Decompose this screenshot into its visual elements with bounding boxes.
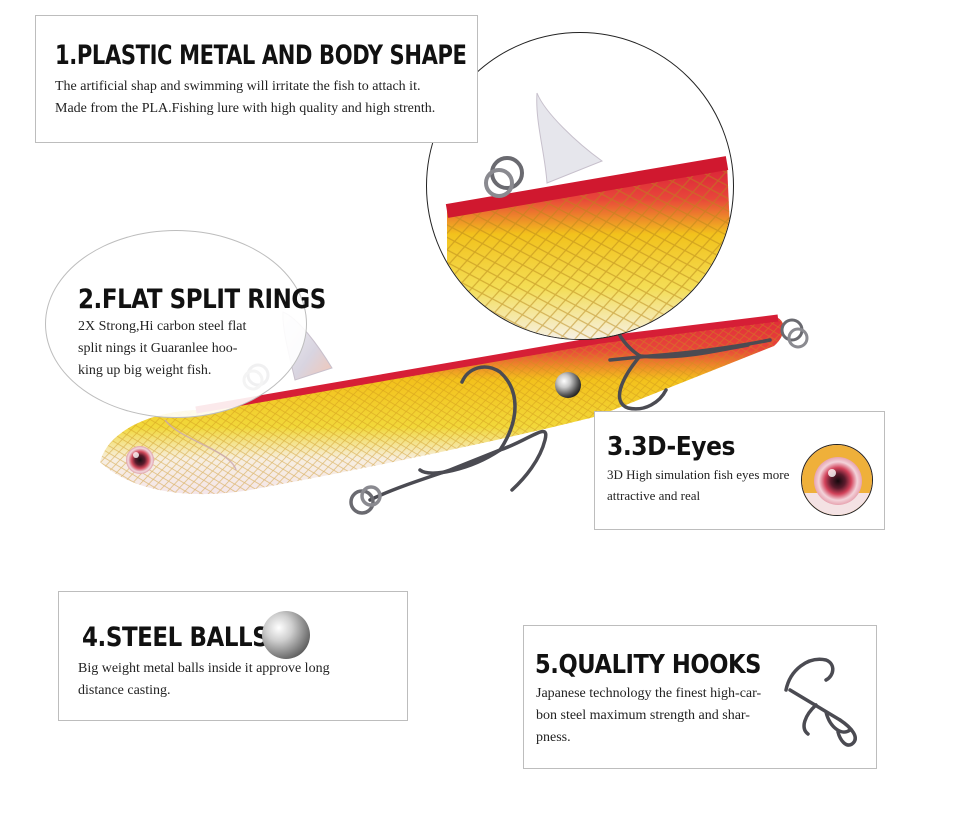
feature-body-shape-title: 1.PLASTIC METAL AND BODY SHAPE xyxy=(55,40,467,71)
feature-body-shape-line-2: Made from the PLA.Fishing lure with high… xyxy=(55,101,436,116)
eye-detail-zoom xyxy=(801,444,873,516)
feature-split-rings-oval xyxy=(45,230,307,418)
steel-ball xyxy=(555,372,581,398)
feature-split-rings-line-2: split nings it Guaranlee hoo- xyxy=(78,341,238,356)
feature-split-rings-title: 2.FLAT SPLIT RINGS xyxy=(78,284,326,315)
feature-hooks-title: 5.QUALITY HOOKS xyxy=(535,650,761,680)
feature-hooks-line-2: bon steel maximum strength and shar- xyxy=(536,708,750,723)
feature-steel-balls-line-1: Big weight metal balls inside it approve… xyxy=(78,661,330,676)
feature-split-rings-line-3: king up big weight fish. xyxy=(78,363,212,378)
rear-split-ring xyxy=(780,318,809,349)
feature-steel-balls-line-2: distance casting. xyxy=(78,683,171,698)
feature-eyes-title: 3.3D-Eyes xyxy=(607,432,736,462)
belly-treble-hook xyxy=(349,365,548,515)
feature-eyes-line-2: attractive and real xyxy=(607,488,701,503)
feature-body-shape-line-1: The artificial shap and swimming will ir… xyxy=(55,79,421,94)
body-detail-zoom-art xyxy=(445,92,733,339)
steel-ball-icon xyxy=(262,611,310,659)
feature-steel-balls-title: 4.STEEL BALLS xyxy=(82,622,269,653)
feature-body-shape-card xyxy=(35,15,478,143)
lure-eye xyxy=(126,446,154,474)
feature-split-rings-line-1: 2X Strong,Hi carbon steel flat xyxy=(78,319,247,334)
feature-steel-balls-card xyxy=(58,591,408,721)
feature-hooks-line-1: Japanese technology the finest high-car- xyxy=(536,686,762,701)
feature-hooks-line-3: pness. xyxy=(536,730,571,745)
feature-eyes-line-1: 3D High simulation fish eyes more xyxy=(607,467,790,482)
